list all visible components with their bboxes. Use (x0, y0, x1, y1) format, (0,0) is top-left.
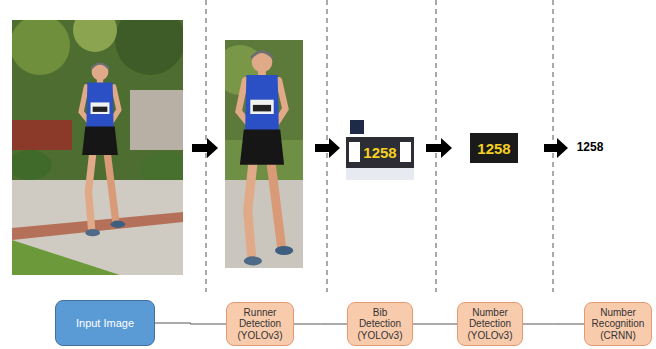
column-separators (206, 0, 553, 292)
node-label: Number Recognition (CRNN) (588, 307, 648, 342)
process-box: Number Detection (YOLOv3) (457, 302, 523, 347)
process-box: Runner Detection (YOLOv3) (226, 302, 294, 347)
connector-line (155, 323, 226, 324)
node-label: Runner Detection (YOLOv3) (230, 307, 290, 342)
connector-line (294, 324, 347, 325)
process-box: Number Recognition (CRNN) (584, 302, 652, 347)
runner-crop (225, 40, 303, 268)
bib-crop (346, 117, 414, 180)
process-box: Bib Detection (YOLOv3) (347, 302, 413, 347)
bib-number: 1258 (363, 144, 396, 161)
recognized-number: 1258 (577, 140, 604, 154)
node-label: Input Image (76, 317, 134, 330)
number-crop (470, 133, 518, 163)
node-label: Number Detection (YOLOv3) (461, 307, 519, 342)
connector-line (523, 324, 584, 325)
cropped-number: 1258 (477, 140, 510, 157)
input-box: Input Image (55, 300, 155, 346)
node-label: Bib Detection (YOLOv3) (351, 307, 409, 342)
input-photo (12, 20, 183, 275)
connector-line (413, 324, 457, 325)
